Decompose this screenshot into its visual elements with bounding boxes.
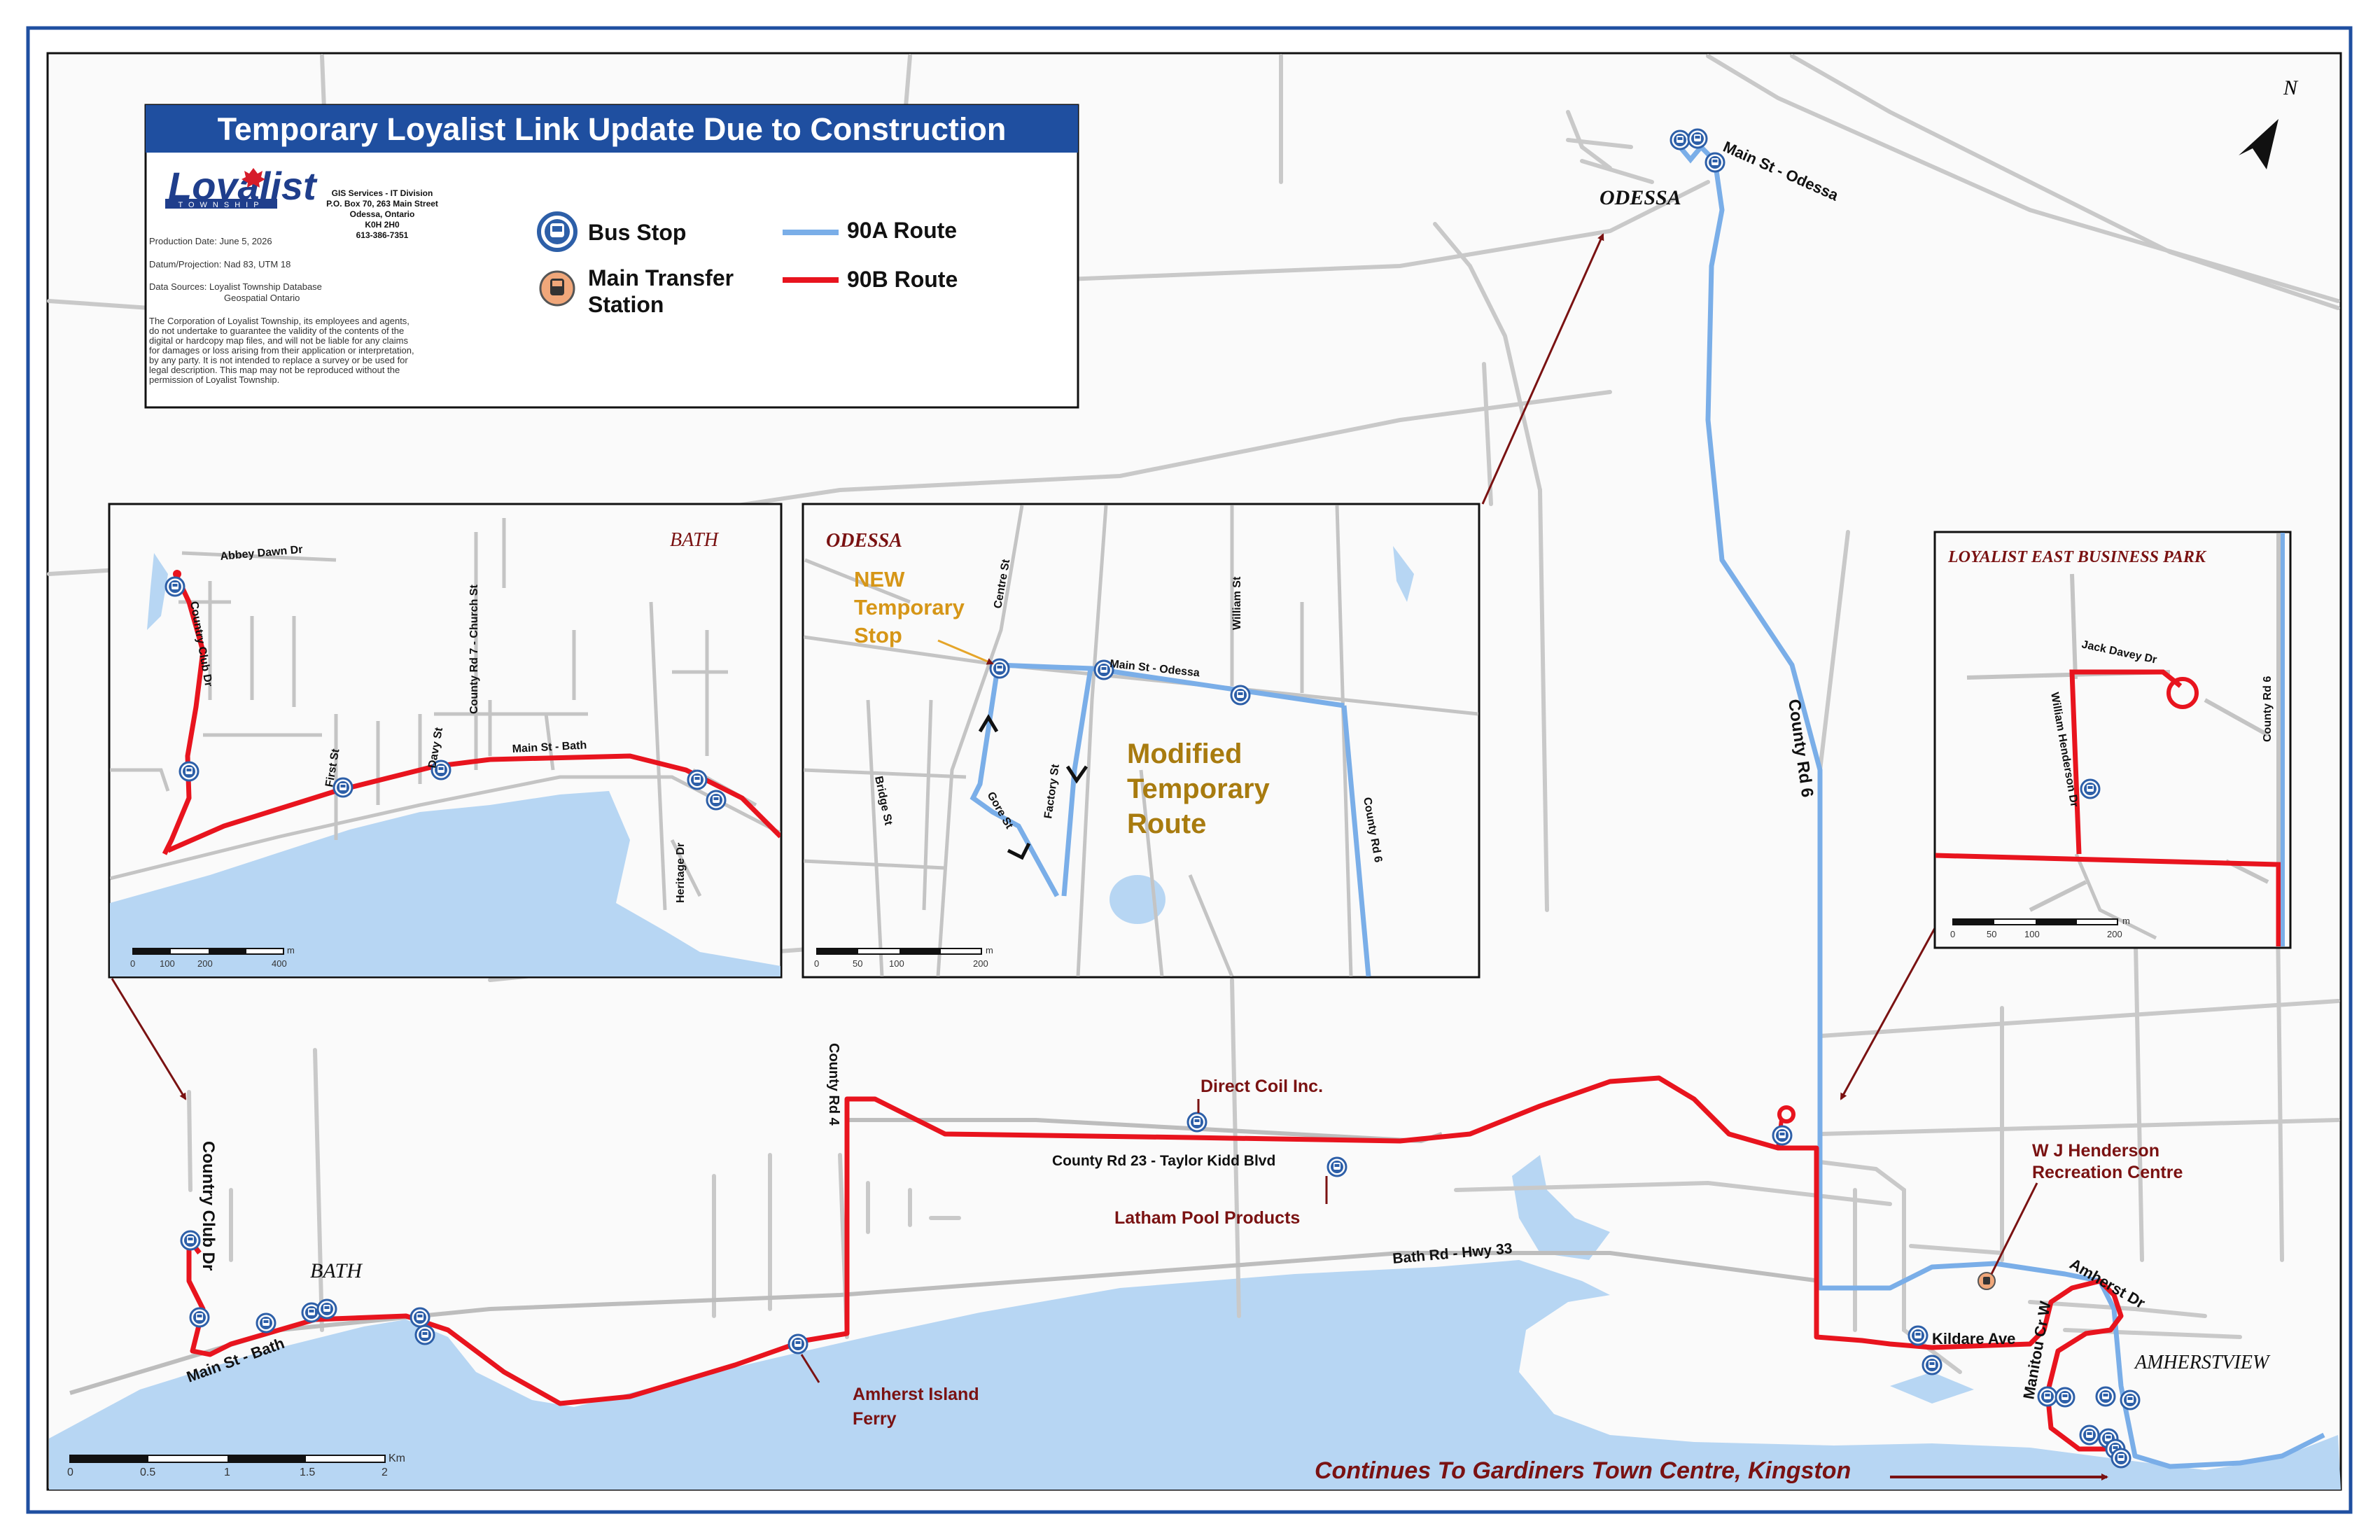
svg-text:100: 100 bbox=[2024, 929, 2040, 939]
inset-business-park: LOYALIST EAST BUSINESS PARK Jack Davey D… bbox=[1933, 531, 2292, 949]
bus-stop-icon bbox=[539, 214, 575, 250]
scale-bar: 0 100 200 400 m bbox=[130, 945, 295, 969]
svg-text:do not undertake to guarantee: do not undertake to guarantee the validi… bbox=[149, 326, 404, 336]
svg-text:2: 2 bbox=[382, 1466, 388, 1478]
svg-text:N: N bbox=[2283, 76, 2299, 99]
svg-text:m: m bbox=[2122, 916, 2130, 926]
inset-title: BATH bbox=[670, 529, 720, 551]
logo: Loyalist TOWNSHIP bbox=[165, 164, 318, 209]
scale-bar: 0 0.5 1 1.5 2 Km bbox=[67, 1452, 405, 1478]
svg-text:County Rd 7 - Church St: County Rd 7 - Church St bbox=[468, 584, 480, 714]
scale-bar: 0 50 100 200 m bbox=[1950, 916, 2130, 939]
svg-text:100: 100 bbox=[889, 958, 904, 969]
svg-text:400: 400 bbox=[272, 958, 287, 969]
svg-text:Geospatial Ontario: Geospatial Ontario bbox=[224, 293, 300, 303]
svg-text:0: 0 bbox=[67, 1466, 74, 1478]
svg-text:TOWNSHIP: TOWNSHIP bbox=[178, 201, 264, 209]
svg-text:0: 0 bbox=[814, 958, 819, 969]
svg-text:100: 100 bbox=[160, 958, 175, 969]
poi-label: Ferry bbox=[853, 1409, 897, 1429]
transfer-station-icon[interactable] bbox=[1977, 1272, 1996, 1290]
water bbox=[49, 1155, 2341, 1490]
svg-text:William St: William St bbox=[1231, 576, 1243, 630]
svg-text:digital or hardcopy map files,: digital or hardcopy map files, and will … bbox=[149, 335, 408, 346]
map-title: Temporary Loyalist Link Update Due to Co… bbox=[218, 111, 1007, 147]
svg-text:The Corporation of Loyalist To: The Corporation of Loyalist Township, it… bbox=[149, 316, 410, 326]
scale-bar: 0 50 100 200 m bbox=[814, 945, 993, 969]
svg-text:1: 1 bbox=[224, 1466, 230, 1478]
svg-text:Datum/Projection: Nad 83, UTM: Datum/Projection: Nad 83, UTM 18 bbox=[149, 259, 290, 270]
svg-text:0.5: 0.5 bbox=[140, 1466, 155, 1478]
svg-text:Production Date: June 5, 2026: Production Date: June 5, 2026 bbox=[149, 236, 272, 246]
svg-text:legal description. This map ma: legal description. This map may not be r… bbox=[149, 365, 400, 375]
svg-text:m: m bbox=[287, 945, 295, 955]
svg-text:50: 50 bbox=[1987, 929, 1996, 939]
outer-frame bbox=[26, 26, 2353, 1514]
callout-arrows bbox=[111, 233, 1940, 1100]
new-stop-label: NEW bbox=[854, 567, 905, 592]
inset-odessa: ODESSA NEW Temporary Stop Modified Tempo… bbox=[802, 503, 1480, 979]
continues-label: Continues To Gardiners Town Centre, King… bbox=[1315, 1457, 1851, 1484]
svg-text:0: 0 bbox=[1950, 929, 1955, 939]
svg-text:Km: Km bbox=[388, 1452, 405, 1464]
poi-label: Direct Coil Inc. bbox=[1200, 1077, 1323, 1096]
svg-text:613-386-7351: 613-386-7351 bbox=[356, 230, 409, 240]
svg-text:m: m bbox=[986, 945, 993, 955]
poi-label: Recreation Centre bbox=[2032, 1163, 2183, 1182]
svg-text:K0H 2H0: K0H 2H0 bbox=[365, 220, 400, 230]
svg-text:Heritage Dr: Heritage Dr bbox=[675, 843, 687, 903]
north-arrow-icon: N bbox=[2239, 76, 2299, 169]
new-stop-label: Temporary bbox=[854, 595, 965, 620]
svg-text:1.5: 1.5 bbox=[300, 1466, 315, 1478]
legend-bus-stop: Bus Stop bbox=[588, 220, 686, 245]
place-label: BATH bbox=[310, 1259, 363, 1282]
svg-text:200: 200 bbox=[197, 958, 213, 969]
modified-route-label: Route bbox=[1127, 808, 1206, 839]
svg-text:P.O. Box 70, 263 Main Street: P.O. Box 70, 263 Main Street bbox=[326, 199, 438, 209]
modified-route-label: Modified bbox=[1127, 738, 1242, 769]
inset-title: ODESSA bbox=[826, 530, 902, 552]
svg-text:0: 0 bbox=[130, 958, 135, 969]
svg-text:by any party. It is not intend: by any party. It is not intended to repl… bbox=[149, 355, 408, 365]
svg-text:Main St - Bath: Main St - Bath bbox=[512, 739, 587, 755]
route-90a bbox=[1699, 145, 2325, 1469]
modified-route-label: Temporary bbox=[1127, 774, 1270, 804]
place-label: ODESSA bbox=[1600, 186, 1681, 209]
svg-text:200: 200 bbox=[973, 958, 988, 969]
legend-90a: 90A Route bbox=[847, 218, 957, 243]
legend-90b: 90B Route bbox=[847, 267, 958, 292]
route-90b bbox=[186, 1075, 2124, 1452]
road-label: County Rd 23 - Taylor Kidd Blvd bbox=[1052, 1153, 1275, 1169]
place-label: AMHERSTVIEW bbox=[2134, 1352, 2271, 1373]
inset-title: LOYALIST EAST BUSINESS PARK bbox=[1947, 548, 2207, 566]
svg-text:permission of Loyalist Townshi: permission of Loyalist Township. bbox=[149, 374, 279, 385]
legend-transfer: Station bbox=[588, 292, 664, 317]
transfer-station-icon bbox=[539, 270, 575, 307]
poi-label: W J Henderson bbox=[2032, 1141, 2160, 1161]
legend-transfer: Main Transfer bbox=[588, 265, 734, 290]
road-label: Kildare Ave bbox=[1932, 1330, 2015, 1348]
poi-label: Latham Pool Products bbox=[1114, 1208, 1300, 1228]
svg-text:County Rd 6: County Rd 6 bbox=[2262, 676, 2274, 742]
inset-bath: BATH Abbey Dawn Dr Country Club Dr First… bbox=[108, 503, 783, 979]
svg-text:200: 200 bbox=[2107, 929, 2122, 939]
road-label: Country Club Dr bbox=[199, 1141, 218, 1270]
svg-text:50: 50 bbox=[853, 958, 862, 969]
road-label: County Rd 4 bbox=[826, 1043, 841, 1126]
svg-text:Data Sources: Loyalist Townshi: Data Sources: Loyalist Township Database bbox=[149, 281, 322, 292]
poi-label: Amherst Island bbox=[853, 1385, 979, 1404]
new-stop-label: Stop bbox=[854, 623, 902, 648]
svg-text:Odessa, Ontario: Odessa, Ontario bbox=[350, 209, 415, 219]
legend-panel: Temporary Loyalist Link Update Due to Co… bbox=[144, 104, 1079, 409]
svg-text:for damages or loss arising fr: for damages or loss arising from their a… bbox=[149, 345, 414, 356]
svg-text:GIS Services - IT Division: GIS Services - IT Division bbox=[332, 188, 433, 198]
